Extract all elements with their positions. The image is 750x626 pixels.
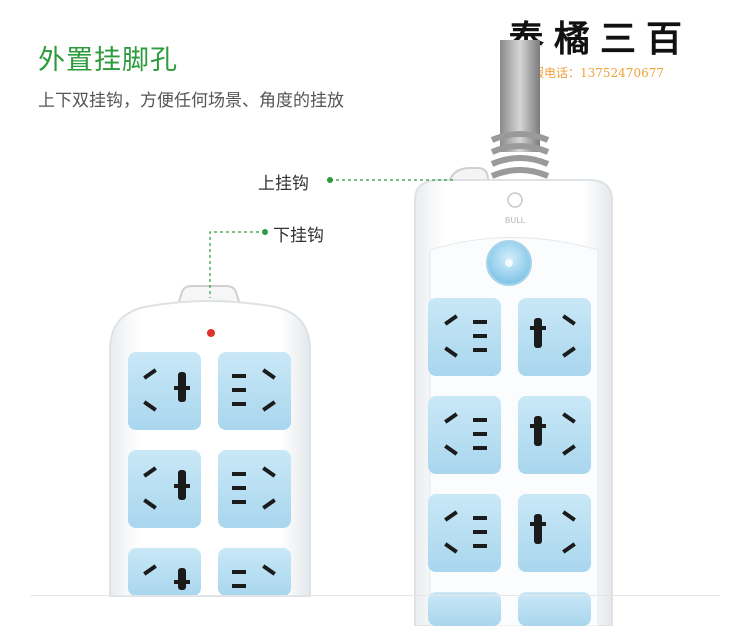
left-power-strip <box>109 285 311 597</box>
socket-row-3 <box>428 494 591 572</box>
page-subtitle: 上下双挂钩，方便任何场景、角度的挂放 <box>38 91 344 111</box>
indicator-light <box>207 329 215 337</box>
brand-logo-text: BULL <box>505 216 526 225</box>
callout-lines <box>209 177 455 298</box>
page-title: 外置挂脚孔 <box>38 45 178 76</box>
socket-row-2 <box>428 396 591 474</box>
socket-row-1 <box>428 298 591 376</box>
right-power-strip: BULL <box>414 40 613 626</box>
callout-bottom-hook: 下挂钩 <box>273 226 324 246</box>
customer-service-phone: 客服电话：13752470677 <box>520 66 664 80</box>
base-line <box>30 595 720 596</box>
callout-top-hook: 上挂钩 <box>258 174 309 194</box>
